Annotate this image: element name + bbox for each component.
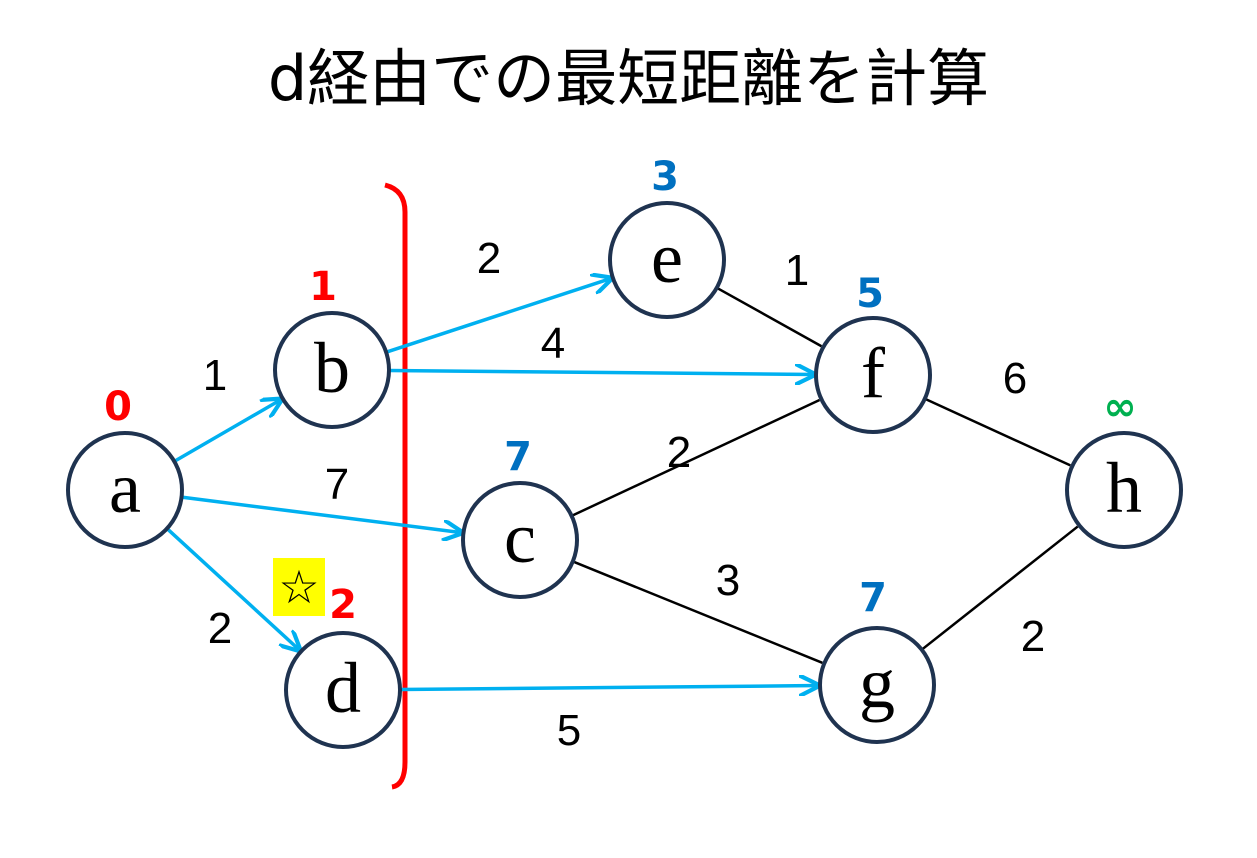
node-label: h [1106, 448, 1142, 528]
edge-weight-f-h: 6 [1003, 354, 1027, 403]
slide-title: d経由での最短距離を計算 [267, 42, 990, 115]
edge-weight-c-g: 3 [716, 556, 740, 605]
node-circle [1065, 431, 1183, 549]
partition-bracket [384, 182, 408, 790]
edge-b-f [388, 371, 814, 375]
edge-c-f [571, 398, 821, 517]
distance-label-g: 7 [859, 575, 887, 621]
node-f[interactable]: f [814, 316, 932, 434]
node-h[interactable]: h [1065, 431, 1183, 549]
node-label: e [651, 218, 683, 298]
node-circle [461, 481, 579, 599]
star-highlight [273, 558, 325, 616]
node-circle [818, 626, 936, 744]
distance-label-a: 0 [104, 384, 132, 430]
node-label: d [325, 648, 361, 728]
edge-weight-g-h: 2 [1021, 612, 1045, 661]
edge-a-c [181, 495, 462, 532]
edge-weight-b-f: 4 [541, 319, 565, 368]
edge-b-e [385, 278, 611, 354]
edge-weight-b-e: 2 [477, 234, 501, 283]
node-circle [284, 631, 402, 749]
distance-label-b: 1 [309, 264, 337, 310]
edge-c-g [572, 560, 823, 664]
node-circle [273, 311, 391, 429]
edge-weight-e-f: 1 [785, 246, 809, 295]
edge-weight-c-f: 2 [667, 428, 691, 477]
edge-weight-a-d: 2 [208, 604, 232, 653]
edge-weight-a-c: 7 [325, 460, 349, 509]
distance-label-h: ∞ [1103, 384, 1136, 430]
node-e[interactable]: e [608, 201, 726, 319]
star-icon: ☆ [278, 560, 319, 614]
node-circle [608, 201, 726, 319]
distance-label-c: 7 [504, 434, 532, 480]
node-d[interactable]: d [284, 631, 402, 749]
edge-weight-a-b: 1 [203, 351, 227, 400]
node-label: c [504, 498, 536, 578]
node-label: a [109, 448, 141, 528]
edge-f-h [924, 397, 1071, 467]
distance-label-e: 3 [651, 154, 679, 200]
edge-e-f [716, 286, 823, 348]
edge-d-g [399, 686, 818, 690]
node-c[interactable]: c [461, 481, 579, 599]
node-label: f [861, 333, 885, 413]
node-g[interactable]: g [818, 626, 936, 744]
edge-a-d [165, 527, 300, 651]
node-label: g [859, 643, 895, 723]
edge-a-b [173, 400, 281, 463]
distance-label-d: 2 [329, 582, 357, 628]
node-label: b [314, 328, 350, 408]
node-circle [66, 431, 184, 549]
node-a[interactable]: a [66, 431, 184, 549]
node-circle [814, 316, 932, 434]
distance-label-f: 5 [856, 271, 884, 317]
node-b[interactable]: b [273, 311, 391, 429]
edge-weight-d-g: 5 [557, 706, 581, 755]
edge-g-h [920, 525, 1079, 651]
